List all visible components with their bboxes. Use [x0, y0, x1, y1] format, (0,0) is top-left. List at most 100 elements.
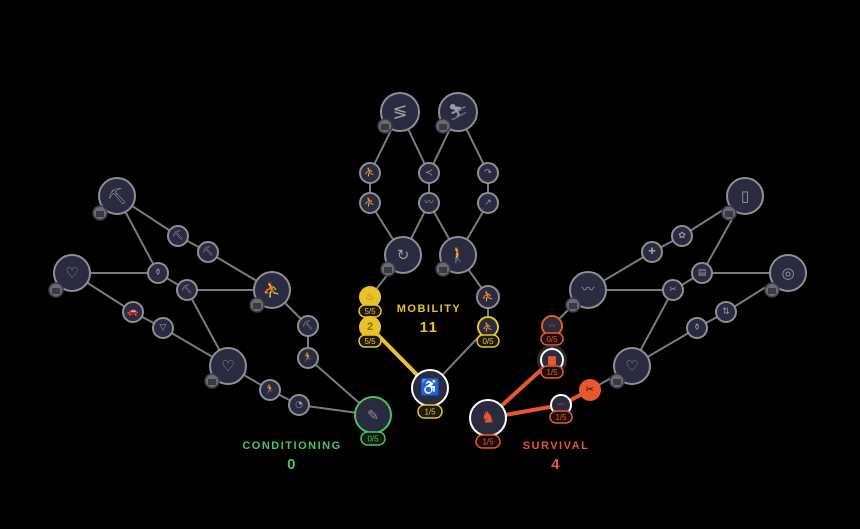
crouch-skill-node-3[interactable]: ⛹	[476, 285, 500, 309]
pickaxe-skill-node-3[interactable]: ⛏	[197, 241, 219, 263]
wrench-skill-node[interactable]: ✂	[662, 279, 684, 301]
svg-text:⛹: ⛹	[364, 166, 375, 178]
mobility-points: 11	[419, 319, 439, 336]
mob-root-badge: 1/5	[424, 408, 436, 417]
pickaxe-skill-node[interactable]: ⛏	[98, 177, 136, 215]
medkit-skill-node[interactable]: ✚	[641, 241, 663, 263]
runner-skill-node[interactable]: 🏃	[297, 347, 319, 369]
lock-icon	[721, 205, 737, 221]
svg-text:✂: ✂	[586, 385, 594, 396]
svg-text:⛏: ⛏	[302, 320, 313, 331]
heart-skill-node[interactable]: ♡	[53, 254, 91, 292]
svg-text:〰: 〰	[581, 283, 594, 298]
stretch-skill-node[interactable]: ⛹	[253, 271, 291, 309]
conditioning-title: CONDITIONING	[242, 440, 342, 452]
pulse-skill-node-2[interactable]: 〰	[569, 271, 607, 309]
lock-icon	[565, 297, 581, 313]
kettlebell-skill-node[interactable]: ⚱	[147, 262, 169, 284]
calendar-skill-node[interactable]: ▤	[691, 262, 713, 284]
heart-skill-node-2[interactable]: ♡	[613, 347, 651, 385]
svg-text:⛏: ⛏	[202, 246, 213, 257]
lock-icon	[92, 205, 108, 221]
survival-wrench-node[interactable]: ✂	[579, 379, 601, 401]
svg-text:♡: ♡	[65, 264, 78, 282]
svg-text:⛷: ⛷	[448, 103, 468, 122]
lock-icon	[48, 282, 64, 298]
svg-text:↻: ↻	[397, 246, 410, 264]
svg-text:🏃: 🏃	[264, 383, 275, 395]
svg-text:⚱: ⚱	[154, 268, 162, 278]
mobility-root-node[interactable]: ♿ 1/5	[411, 369, 449, 419]
pickaxe-skill-node-2[interactable]: ⛏	[167, 225, 189, 247]
surv-b-badge: 1/5	[546, 368, 558, 377]
cond-root-badge: 0/5	[367, 435, 379, 444]
svg-text:▽: ▽	[160, 323, 167, 333]
runner-skill-node-2[interactable]: 🏃	[259, 379, 281, 401]
mobility-skill-b[interactable]: 2 5/5	[358, 316, 382, 348]
survival-nodes: 〰 0/5 ▆ 1/5 〰 1/5 ✂ ♞ 1/5	[469, 315, 601, 449]
lock-icon	[764, 282, 780, 298]
svg-text:⛏: ⛏	[172, 230, 183, 241]
pickaxe-skill-node-4[interactable]: ⛏	[176, 279, 198, 301]
mobility-skill-c[interactable]: ⛹ 0/5	[476, 316, 500, 348]
svg-text:♨: ♨	[366, 292, 375, 303]
lock-icon	[380, 261, 396, 277]
svg-text:▯: ▯	[741, 187, 749, 205]
arrow-skill-node[interactable]: ↗	[477, 192, 499, 214]
survival-skill-a[interactable]: 〰 0/5	[540, 315, 564, 346]
svg-text:✂: ✂	[669, 285, 677, 295]
target-skill-node[interactable]: ◎	[769, 254, 807, 292]
chevron-skill-node[interactable]: ≺	[418, 162, 440, 184]
svg-text:≺: ≺	[425, 168, 433, 179]
svg-text:⛹: ⛹	[364, 196, 375, 208]
phones-skill-node[interactable]: ▯	[726, 177, 764, 215]
heart-split-skill-node[interactable]: ♡	[209, 347, 247, 385]
kettlebell-skill-node-2[interactable]: ⚱	[686, 317, 708, 339]
car-skill-node[interactable]: 🚗	[122, 301, 144, 323]
crouch-skill-node[interactable]: ⛹	[359, 162, 381, 184]
survival-skill-c[interactable]: 〰 1/5	[549, 394, 573, 424]
lock-icon	[204, 373, 220, 389]
svg-text:⛹: ⛹	[482, 290, 494, 303]
svg-text:⚱: ⚱	[693, 323, 701, 333]
svg-text:🏃: 🏃	[302, 351, 313, 363]
survival-category-label: SURVIVAL 4	[516, 440, 596, 473]
crouch-skill-node-2[interactable]: ⛹	[359, 192, 381, 214]
swirl-skill-node[interactable]: ↻	[384, 236, 422, 274]
survival-skill-b[interactable]: ▆ 1/5	[537, 345, 567, 379]
svg-text:▤: ▤	[698, 268, 707, 278]
svg-text:2: 2	[367, 321, 373, 333]
mobility-category-label: MOBILITY 11	[389, 303, 469, 336]
svg-text:♿: ♿	[420, 378, 440, 397]
walker-skill-node[interactable]: 🚶	[439, 236, 477, 274]
swap-skill-node[interactable]: ⇅	[715, 301, 737, 323]
brain-skill-node[interactable]: ✿	[671, 225, 693, 247]
lock-icon	[249, 297, 265, 313]
svg-text:◔: ◔	[295, 400, 303, 410]
svg-text:〰: 〰	[424, 198, 433, 208]
svg-text:✿: ✿	[678, 231, 686, 241]
svg-text:♞: ♞	[481, 410, 495, 427]
svg-text:♡: ♡	[625, 357, 638, 375]
survival-title: SURVIVAL	[522, 440, 590, 452]
svg-text:♡: ♡	[221, 357, 234, 375]
surv-c-badge: 1/5	[555, 413, 567, 422]
mobility-skill-a[interactable]: ♨ 5/5	[358, 286, 382, 318]
survival-root-node[interactable]: ♞ 1/5	[469, 399, 507, 449]
mobility-nodes: ♨ 5/5 2 5/5 ⛹ 0/5 ♿ 1/5	[358, 286, 500, 419]
pulse-skill-node[interactable]: 〰	[418, 192, 440, 214]
svg-text:↗: ↗	[484, 198, 492, 208]
svg-text:◎: ◎	[781, 264, 794, 282]
pickaxe-skill-node-5[interactable]: ⛏	[297, 315, 319, 337]
svg-text:✎: ✎	[367, 407, 379, 423]
surv-a-badge: 0/5	[546, 335, 558, 344]
arc-skill-node[interactable]: ↷	[477, 162, 499, 184]
svg-text:▆: ▆	[547, 355, 556, 366]
triangle-skill-node[interactable]: ▽	[152, 317, 174, 339]
lock-icon	[435, 261, 451, 277]
gauge-skill-node[interactable]: ◔	[288, 394, 310, 416]
svg-text:⛏: ⛏	[181, 284, 192, 295]
mob-b-badge: 5/5	[364, 337, 376, 346]
conditioning-root-node[interactable]: ✎ 0/5	[354, 396, 392, 446]
